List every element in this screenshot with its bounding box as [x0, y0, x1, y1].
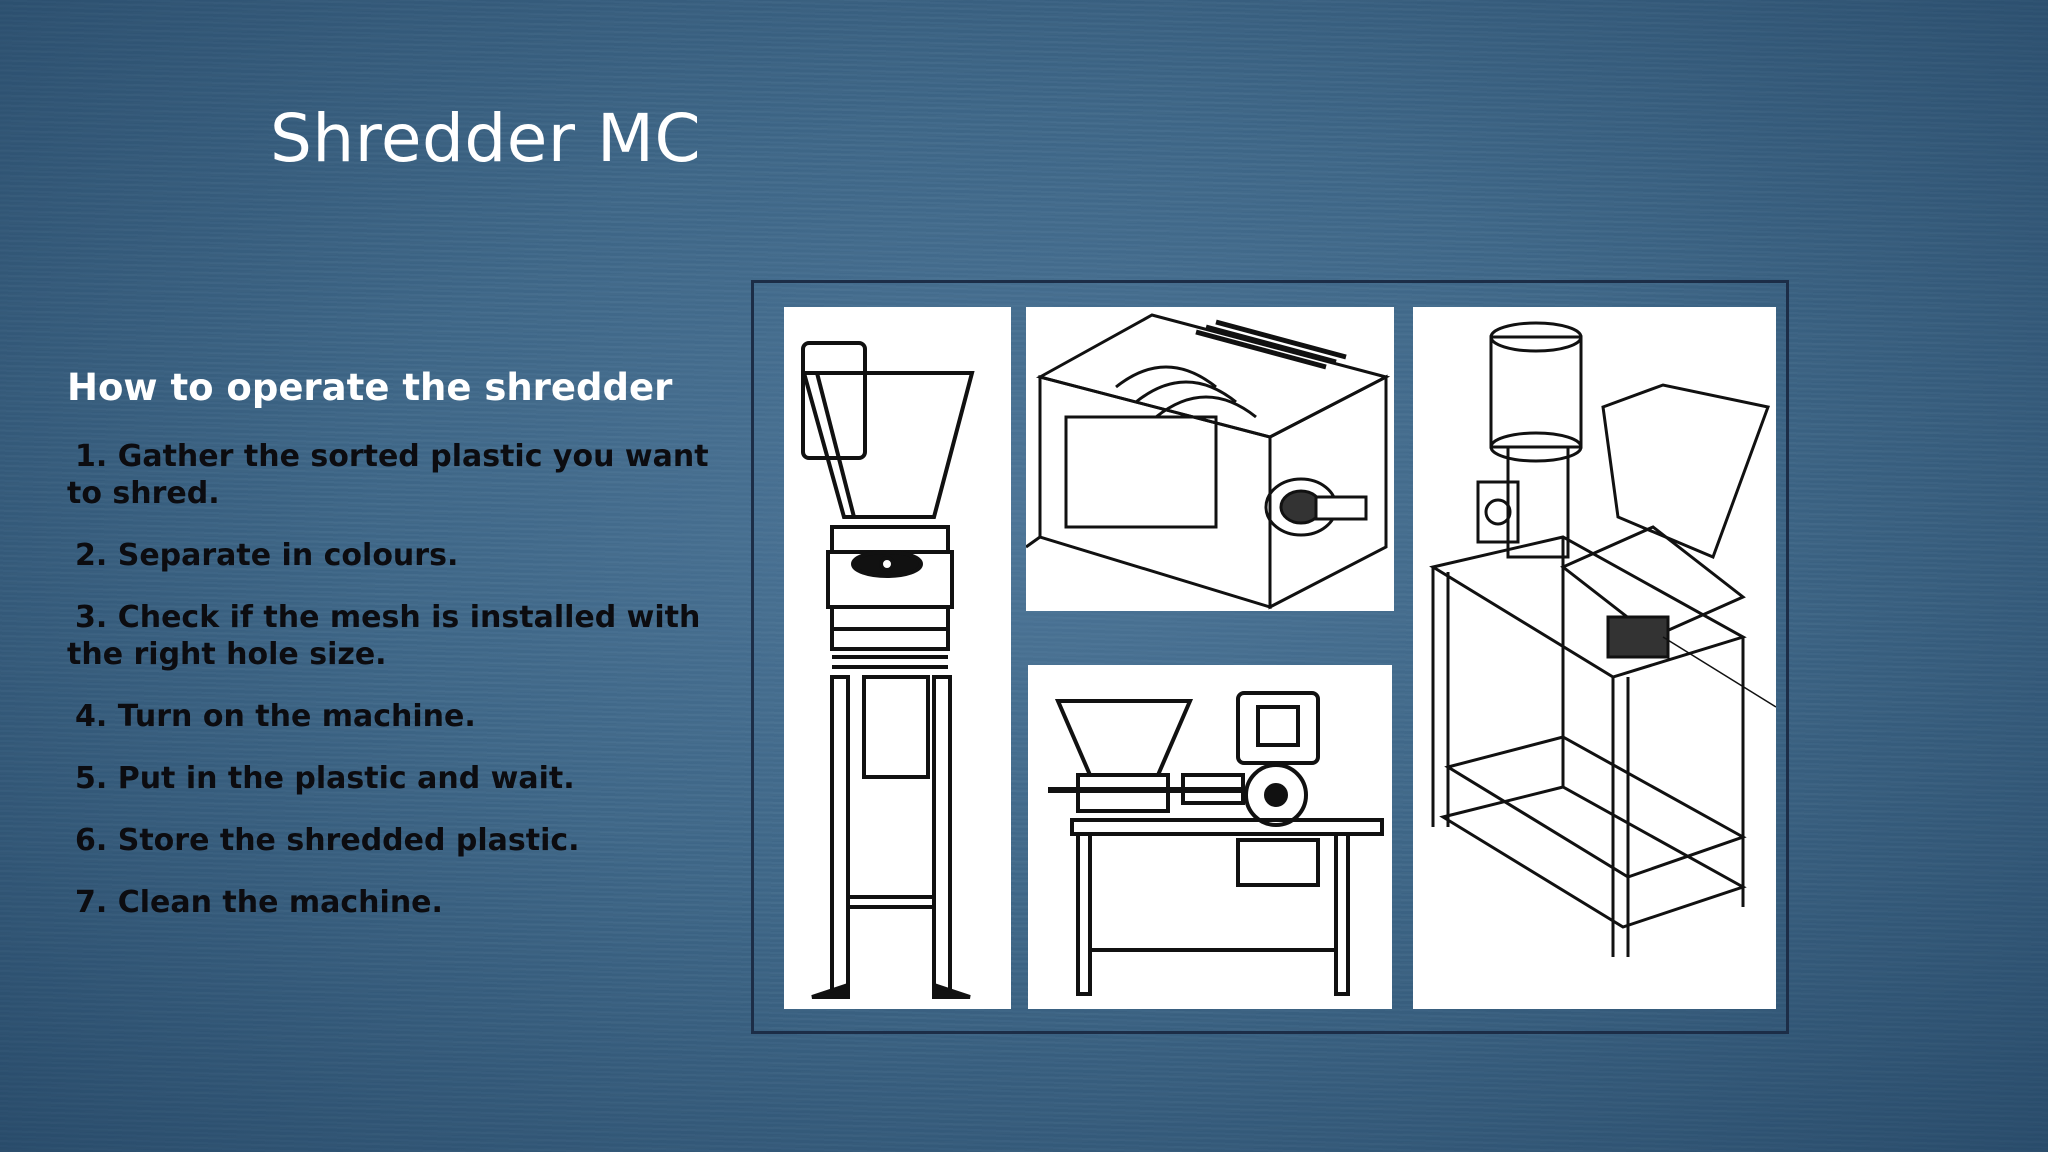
slide-subtitle: How to operate the shredder	[67, 366, 673, 409]
shredder-box-detail-drawing	[1026, 307, 1394, 611]
step-item: 1. Gather the sorted plastic you want to…	[67, 439, 709, 511]
step-item: 5. Put in the plastic and wait.	[75, 761, 575, 796]
image-frame	[751, 280, 1789, 1034]
step-item: 2. Separate in colours.	[75, 538, 459, 573]
shredder-front-view-drawing	[784, 307, 1011, 1009]
slide-title: Shredder MC	[270, 100, 702, 177]
shredder-side-view-drawing	[1028, 665, 1392, 1009]
step-item: 3. Check if the mesh is installed with t…	[67, 600, 701, 672]
steps-list: 1. Gather the sorted plastic you want to…	[67, 438, 737, 946]
shredder-isometric-drawing	[1413, 307, 1776, 1009]
step-item: 7. Clean the machine.	[75, 885, 443, 920]
step-item: 4. Turn on the machine.	[75, 699, 476, 734]
step-item: 6. Store the shredded plastic.	[75, 823, 580, 858]
